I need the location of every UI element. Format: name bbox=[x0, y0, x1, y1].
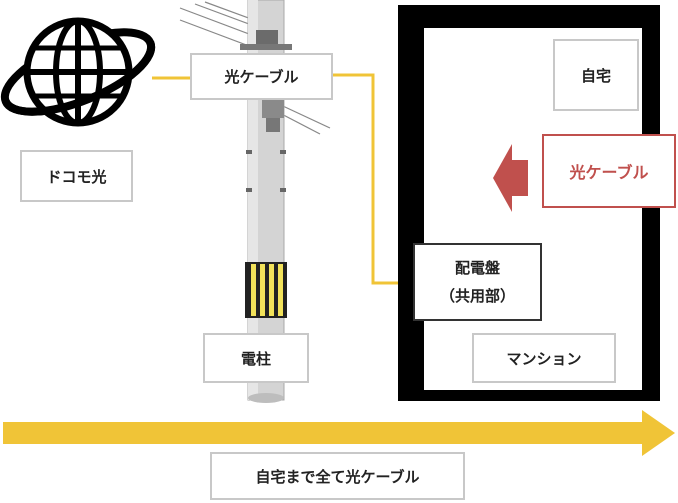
bottom-caption-text: 自宅まで全て光ケーブル bbox=[255, 467, 420, 486]
globe-icon bbox=[0, 17, 156, 127]
docomo-label: ドコモ光 bbox=[20, 150, 133, 202]
arrow-right-icon bbox=[3, 410, 675, 456]
cable-highlight-text: 光ケーブル bbox=[569, 163, 649, 182]
home-label: 自宅 bbox=[553, 39, 639, 111]
pole-label: 電柱 bbox=[203, 333, 309, 383]
pole-label-text: 電柱 bbox=[240, 349, 271, 368]
distribution-panel-title: 配電盤 bbox=[454, 258, 500, 277]
mansion-label-text: マンション bbox=[506, 349, 582, 368]
cable-pole-to-panel bbox=[332, 73, 414, 285]
docomo-label-text: ドコモ光 bbox=[46, 167, 107, 186]
cable-label-top: 光ケーブル bbox=[190, 53, 333, 100]
bottom-caption: 自宅まで全て光ケーブル bbox=[210, 452, 465, 500]
cable-highlight-box: 光ケーブル bbox=[542, 134, 676, 208]
cable-label-top-text: 光ケーブル bbox=[224, 68, 299, 86]
arrow-left-icon bbox=[493, 144, 528, 212]
distribution-panel: 配電盤 （共用部） bbox=[413, 243, 542, 321]
home-label-text: 自宅 bbox=[580, 66, 611, 85]
distribution-panel-subtitle: （共用部） bbox=[439, 287, 515, 305]
pole-wires bbox=[179, 1, 331, 135]
mansion-label: マンション bbox=[472, 333, 616, 383]
